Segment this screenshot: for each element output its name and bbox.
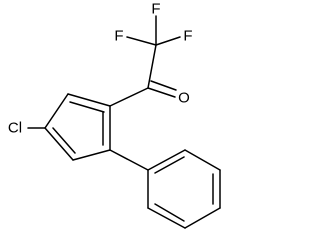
bond-cf3-f-right xyxy=(155,36,181,46)
ring-a-bond-2 xyxy=(44,93,69,129)
chemical-structure-diagram: F F F O Cl xyxy=(8,1,221,229)
ring-a-bond-3-inner xyxy=(52,127,76,154)
bond-cf3-carbonyl xyxy=(147,44,157,89)
ring-b-bond-1-inner xyxy=(154,156,185,174)
ring-a-bond-4 xyxy=(72,149,111,161)
bond-carbonyl-oxygen-b xyxy=(150,80,177,91)
atom-label-oxygen: O xyxy=(178,90,190,107)
atom-label-fluorine-left: F xyxy=(114,28,123,45)
bond-carbonyl-oxygen-a xyxy=(147,87,176,98)
atom-label-fluorine-right: F xyxy=(183,28,192,45)
ring-b-bond-5 xyxy=(147,207,186,229)
ring-a-bond-1-inner xyxy=(69,101,105,113)
bond-biaryl xyxy=(109,149,149,171)
ring-b-bond-2 xyxy=(184,149,221,171)
ring-b-bond-1 xyxy=(147,149,186,171)
ring-a-bond-3 xyxy=(44,127,74,161)
ring-b-bond-5-inner xyxy=(154,203,185,222)
ring-b-bond-4 xyxy=(184,207,221,229)
bond-cf3-f-left xyxy=(126,36,157,46)
ring-a-bond-1 xyxy=(67,93,111,107)
atom-label-fluorine-top: F xyxy=(151,1,160,18)
atom-label-chlorine: Cl xyxy=(8,120,22,137)
bond-carbonyl-ring xyxy=(109,87,149,107)
